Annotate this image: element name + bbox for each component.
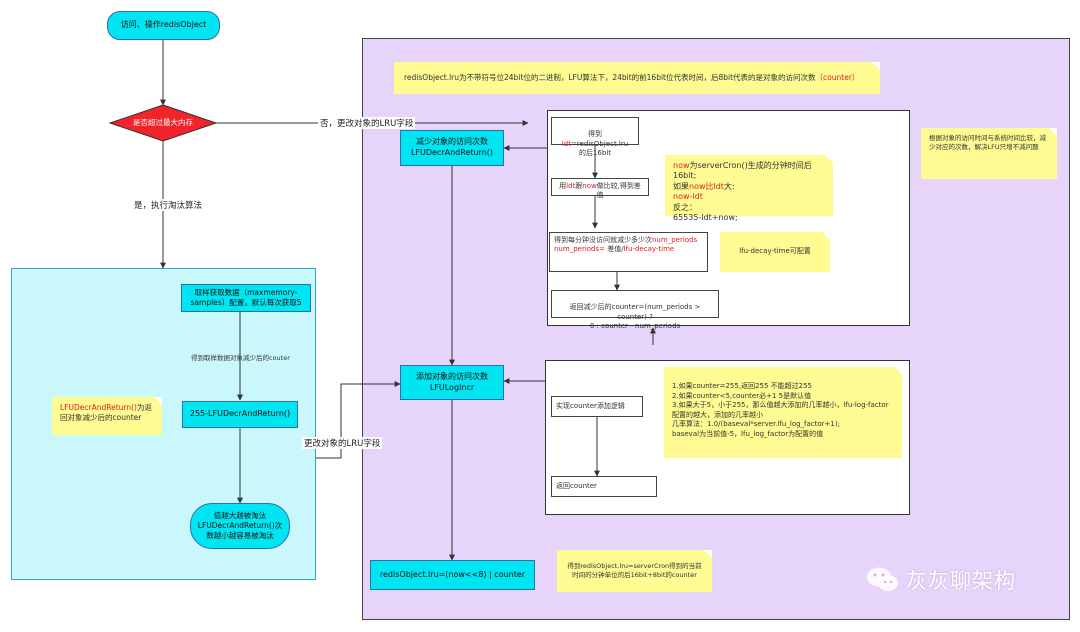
incr-step-return: 返回counter [551,476,657,497]
decr-step-ldt: 得到ldt=redisObject.lru 的后16bit [551,117,639,157]
sample-node: 取样获取数据（maxmemory-samples）配置，默认每次获取5 [181,284,311,312]
decr-now-note: now为serverCron()生成的分钟时间后16bit; 如果now比ldt… [665,155,833,222]
decay-note: lfu-decay-time可配置 [720,232,830,272]
evict-note: LFUDecrAndReturn()为返回对象减少后的counter [52,397,162,435]
incr-step-logic: 实现counter添加逻辑 [551,396,643,417]
get-counter-label: 得到取样数据对象减少后的couter [191,354,290,362]
decr-score-node: 255-LFUDecrAndReturn() [182,401,298,428]
side-note: 根据对象的访问时间与系统时间比较，减少对应的次数，解决LFU只增不减问题 [921,128,1057,179]
decr-step-return: 返回减少后的counter=(num_periods > counter) ? … [551,290,719,330]
decr-step-compare: 用ldt跟now做比较,得到差值 [551,178,649,199]
lfu-incr-node: 添加对象的访问次数 LFULogIncr [400,365,504,400]
lru-header-note: redisObject.lru为不带符号位24bit位的二进制，LFU算法下，2… [394,62,880,94]
edge-yes-label: 是，执行淘汰算法 [132,199,205,211]
edge-no-label: 否，更改对象的LRU字段 [318,117,416,129]
decr-step-periods: 得到每分钟没访问就减少多少次num_periods num_periods= 差… [549,232,708,272]
start-label: 访问、操作redisObject [120,20,207,30]
edge-update-lru-label: 更改对象的LRU字段 [302,437,383,449]
lfu-decr-node: 减少对象的访问次数 LFUDecrAndReturn() [400,130,504,166]
lru-note: 得到redisObject.lru=serverCron得到的当前时间的分钟单位… [557,550,712,592]
watermark: 灰灰聊架构 [866,565,1016,595]
wechat-icon [867,567,898,591]
lru-compose-node: redisObject.lru=(now<<8) | counter [370,560,535,590]
incr-rules-note: 1.如果counter=255,返回255 不能超过255 2.如果counte… [664,367,902,458]
decision-diamond [108,104,218,142]
end-node: 值越大越被淘汰 LFUDecrAndReturn()次数越小越容易被淘汰 [190,503,290,549]
start-node: 访问、操作redisObject [107,11,220,40]
decision-label: 是否超过最大内存 [133,118,193,127]
